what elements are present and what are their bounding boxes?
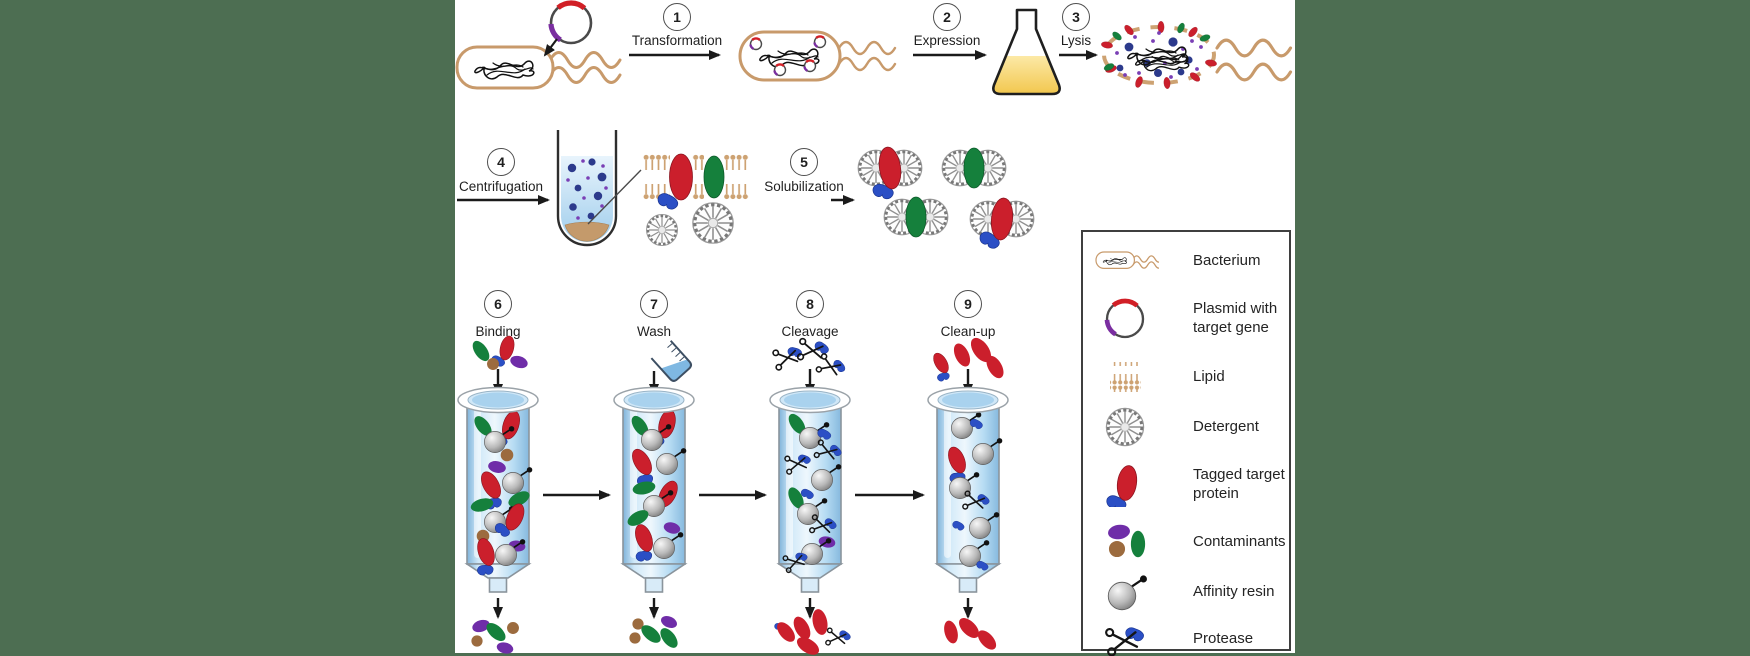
step-2-label: Expression bbox=[913, 33, 981, 48]
affinity-resin-icon bbox=[1095, 570, 1159, 614]
wash-beaker bbox=[650, 340, 693, 382]
workflow-artwork bbox=[455, 0, 1293, 656]
legend-row-tagged-protein: Tagged target protein bbox=[1095, 463, 1295, 507]
cleanup-column bbox=[927, 386, 1009, 593]
step-9-badge: 9 bbox=[954, 290, 982, 318]
contaminants-icon bbox=[1095, 520, 1159, 564]
step-6-badge: 6 bbox=[484, 290, 512, 318]
plasmid-icon bbox=[1095, 297, 1159, 341]
step-3-number: 3 bbox=[1072, 9, 1080, 25]
step-5-number: 5 bbox=[800, 154, 808, 170]
step-1-label: Transformation bbox=[631, 33, 723, 48]
step-3-badge: 3 bbox=[1062, 3, 1090, 31]
step-5-label: Solubilization bbox=[764, 179, 844, 194]
step-2-number: 2 bbox=[943, 9, 951, 25]
protease-icon bbox=[1095, 617, 1159, 656]
legend-row-contaminants: Contaminants bbox=[1095, 520, 1295, 564]
binding-flowthrough bbox=[470, 617, 519, 656]
lipid-icon bbox=[1095, 355, 1159, 399]
step-8-number: 8 bbox=[806, 296, 814, 312]
bacterium-icon bbox=[1095, 239, 1159, 283]
legend-row-protease: Protease bbox=[1095, 617, 1295, 656]
legend-label-protease: Protease bbox=[1193, 629, 1254, 647]
legend-label-tagged-protein: Tagged target protein bbox=[1193, 466, 1285, 502]
lysed-flagella bbox=[1215, 38, 1293, 82]
step-6-number: 6 bbox=[494, 296, 502, 312]
detergent-micelle bbox=[691, 201, 735, 245]
step-7-number: 7 bbox=[650, 296, 658, 312]
cleavage-eluate bbox=[773, 607, 852, 656]
step-4-label: Centrifugation bbox=[458, 179, 544, 194]
legend-row-bacterium: Bacterium bbox=[1095, 239, 1295, 283]
plasmid-insert-arrow bbox=[543, 38, 558, 57]
step-5-badge: 5 bbox=[790, 148, 818, 176]
legend-row-affinity-resin: Affinity resin bbox=[1095, 570, 1295, 614]
figure-canvas: 1 2 3 4 5 6 7 8 9 Transformation Express… bbox=[455, 0, 1295, 656]
legend-label-affinity-resin: Affinity resin bbox=[1193, 582, 1275, 600]
cleanup-input bbox=[926, 334, 1008, 385]
step-9-number: 9 bbox=[964, 296, 972, 312]
legend-label-lipid: Lipid bbox=[1193, 367, 1225, 385]
bacterium-host bbox=[457, 47, 622, 88]
legend-box: Bacterium Plasmid with target gene Lipid bbox=[1081, 230, 1291, 651]
legend-row-detergent: Detergent bbox=[1095, 405, 1295, 449]
centrifuge-tube bbox=[556, 130, 618, 247]
legend-label-bacterium: Bacterium bbox=[1193, 251, 1261, 269]
legend-label-contaminants: Contaminants bbox=[1193, 532, 1286, 550]
wash-flowthrough bbox=[629, 613, 681, 651]
culture-flask bbox=[992, 8, 1061, 96]
cleanup-eluate bbox=[941, 614, 1000, 653]
legend-row-plasmid: Plasmid with target gene bbox=[1095, 297, 1295, 341]
step-9-label: Clean-up bbox=[940, 324, 996, 339]
legend-label-detergent: Detergent bbox=[1193, 417, 1259, 435]
bacterium-transformed bbox=[738, 30, 897, 82]
step-8-label: Cleavage bbox=[781, 324, 839, 339]
pellet-zoom-line bbox=[587, 169, 642, 225]
legend-row-lipid: Lipid bbox=[1095, 355, 1295, 399]
wash-column bbox=[613, 386, 695, 593]
tagged-protein-icon bbox=[1095, 463, 1159, 507]
step-2-badge: 2 bbox=[933, 3, 961, 31]
plasmid bbox=[551, 3, 591, 43]
solubilized-complexes bbox=[858, 146, 1034, 250]
step-4-badge: 4 bbox=[487, 148, 515, 176]
legend-label-plasmid: Plasmid with target gene bbox=[1193, 300, 1278, 336]
step-6-label: Binding bbox=[475, 324, 521, 339]
binding-column bbox=[457, 386, 539, 593]
step-7-badge: 7 bbox=[640, 290, 668, 318]
step-8-badge: 8 bbox=[796, 290, 824, 318]
step-1-number: 1 bbox=[673, 9, 681, 25]
step-4-number: 4 bbox=[497, 154, 505, 170]
lysed-cell bbox=[1100, 21, 1218, 90]
step-7-label: Wash bbox=[636, 324, 672, 339]
membrane-detail bbox=[643, 153, 749, 210]
step-3-label: Lysis bbox=[1060, 33, 1092, 48]
step-1-badge: 1 bbox=[663, 3, 691, 31]
detergent-micelle bbox=[645, 213, 679, 247]
detergent-icon bbox=[1095, 405, 1159, 449]
cleavage-column bbox=[769, 386, 851, 593]
